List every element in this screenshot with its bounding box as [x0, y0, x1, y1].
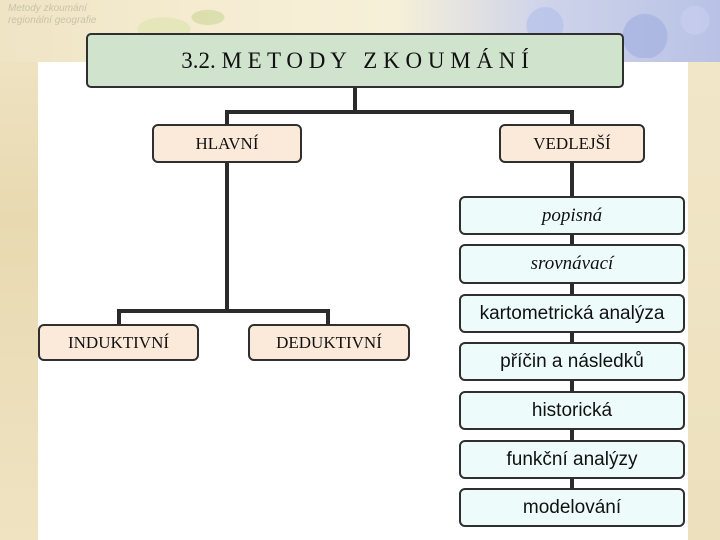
method-modelling: modelování	[459, 488, 685, 527]
branch-main: HLAVNÍ	[152, 124, 302, 163]
background-left-strip	[0, 0, 38, 540]
method-cause-effect: příčin a následků	[459, 342, 685, 381]
connector-horizontal-top	[225, 110, 574, 114]
method-descriptive: popisná	[459, 196, 685, 235]
connector-to-secondary	[570, 110, 574, 125]
connector-to-deductive	[326, 309, 330, 325]
method-functional: funkční analýzy	[459, 440, 685, 479]
connector-title-down	[353, 88, 357, 112]
corner-caption: Metody zkoumání regionální geografie	[8, 3, 128, 27]
method-historical: historická	[459, 391, 685, 430]
connector-to-inductive	[117, 309, 121, 325]
method-deductive: DEDUKTIVNÍ	[248, 324, 410, 361]
background-right-strip	[688, 62, 720, 540]
diagram-title: 3.2. M E T O D Y Z K O U M Á N Í	[86, 33, 624, 88]
connector-main-trunk	[225, 162, 229, 312]
method-comparative: srovnávací	[459, 244, 685, 284]
connector-to-main	[225, 110, 229, 125]
method-inductive: INDUKTIVNÍ	[38, 324, 199, 361]
connector-main-horizontal	[117, 309, 330, 313]
branch-secondary: VEDLEJŠÍ	[499, 124, 645, 163]
method-cartometric: kartometrická analýza	[459, 294, 685, 333]
